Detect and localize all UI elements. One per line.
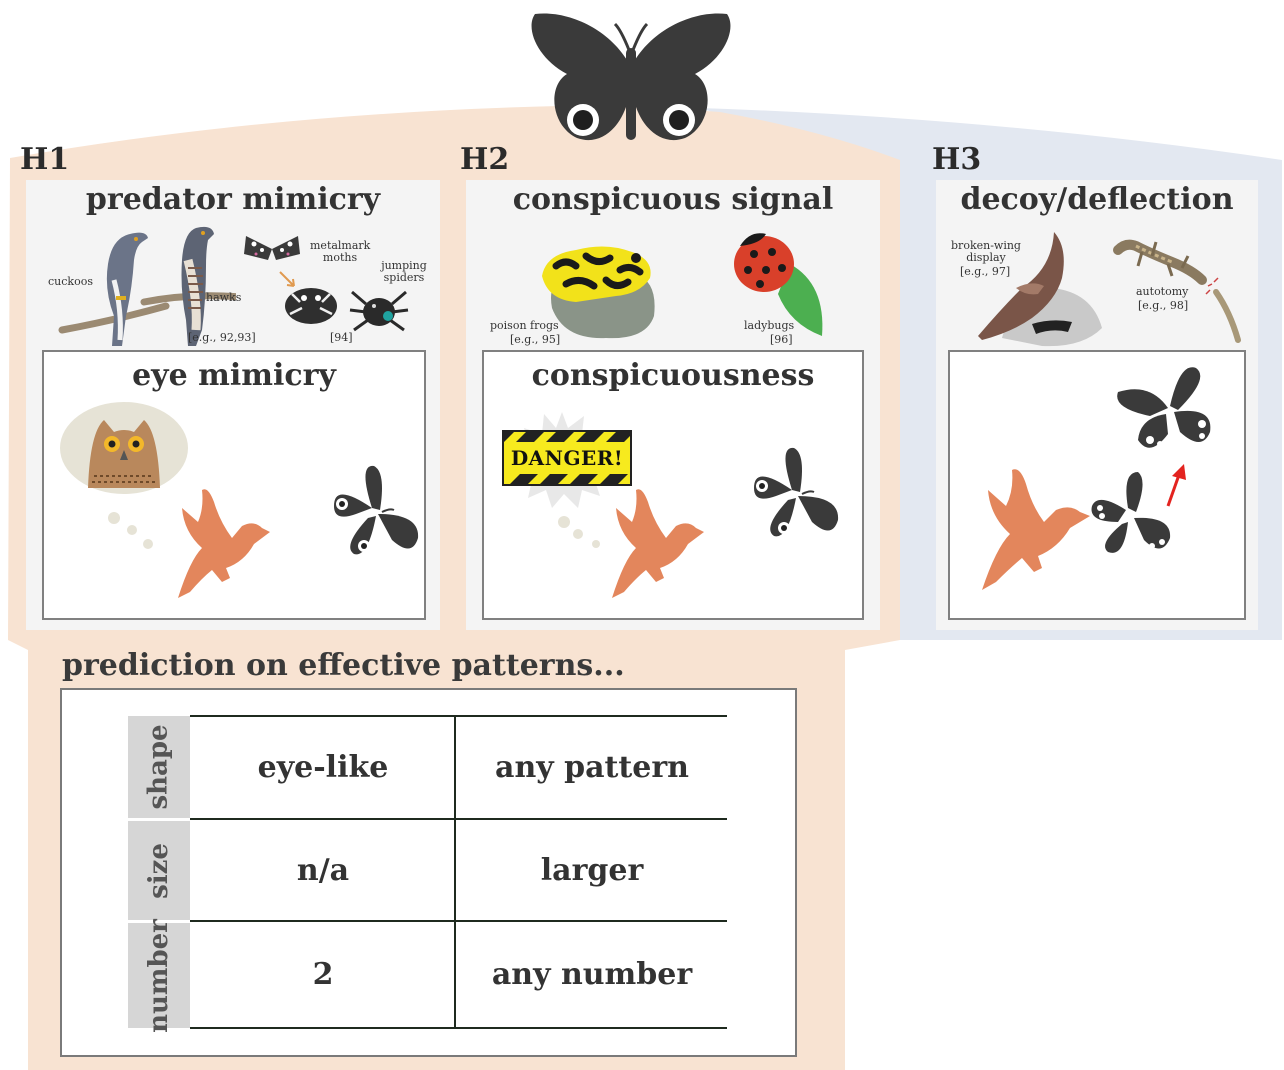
- butterfly-icon: [1117, 367, 1211, 448]
- metalmark-moth-icon: [244, 236, 300, 260]
- caption-cuckoos: cuckoos: [48, 275, 93, 288]
- cell-size-h1: n/a: [296, 852, 350, 888]
- row-label-size: size: [128, 821, 190, 920]
- prediction-title: prediction on effective patterns...: [62, 648, 625, 683]
- caption-ref-96: [96]: [770, 333, 793, 346]
- h3-inner-box: [948, 350, 1246, 620]
- table-row-divider: [190, 818, 727, 820]
- bird-silhouette: [612, 489, 704, 598]
- caption-hawks: hawks: [206, 291, 242, 304]
- spider-mimic-moth-icon: [285, 288, 337, 324]
- caption-ref-95: [e.g., 95]: [510, 333, 561, 346]
- row-label-shape: shape: [128, 716, 190, 818]
- h2-inner-title: conspicuousness: [531, 358, 815, 393]
- danger-sign: DANGER!: [502, 430, 632, 486]
- butterfly-icon: [754, 447, 839, 537]
- h2-label: H2: [460, 142, 510, 177]
- table-bottom-rule: [190, 1027, 727, 1029]
- h3-title: decoy/deflection: [960, 182, 1234, 217]
- cell-shape-h2: any pattern: [495, 749, 689, 785]
- caption-ref-94: [94]: [330, 331, 353, 344]
- caption-ref-97: [e.g., 97]: [960, 265, 1011, 278]
- table-top-rule: [190, 715, 727, 717]
- caption-ref-92-93: [e.g., 92,93]: [188, 331, 256, 344]
- bird-silhouette: [178, 489, 270, 598]
- caption-autotomy: autotomy: [1136, 285, 1189, 298]
- owl-thought-bubble: [60, 402, 188, 549]
- cuckoo-hawk-illustration: [58, 226, 236, 346]
- h1-panel: predator mimicry cuckoos hawks [e.g., 92…: [26, 180, 440, 630]
- caption-ladybugs: ladybugs: [744, 319, 795, 332]
- red-arrow-icon: [1166, 464, 1186, 507]
- h2-panel: conspicuous signal poison frogs [e.g., 9…: [466, 180, 880, 630]
- butterfly-icon: [334, 465, 419, 555]
- lizard-autotomy-illustration: [1113, 239, 1241, 343]
- table-column-divider: [454, 715, 456, 1029]
- ladybug-illustration: [734, 233, 823, 336]
- danger-sign-text: DANGER!: [510, 446, 624, 470]
- h1-inner-title: eye mimicry: [132, 358, 336, 393]
- cell-shape-h1: eye-like: [257, 749, 389, 785]
- poison-frog-illustration: [542, 246, 655, 339]
- row-label-number: number: [128, 919, 190, 1032]
- bird-silhouette: [982, 469, 1090, 590]
- h1-label: H1: [20, 142, 70, 177]
- h3-panel: decoy/deflection broken-wing display [e.…: [936, 180, 1258, 630]
- eyespot-butterfly-icon: [531, 13, 731, 141]
- table-row-divider: [190, 920, 727, 922]
- h2-title: conspicuous signal: [512, 182, 834, 217]
- caption-metalmark-moths: metalmark moths: [310, 239, 371, 264]
- h1-title: predator mimicry: [85, 182, 381, 217]
- butterfly-icon: [1091, 472, 1171, 553]
- caption-poison-frogs: poison frogs: [490, 319, 559, 332]
- broken-wing-display-illustration: [978, 232, 1102, 347]
- cell-number-h2: any number: [491, 957, 693, 992]
- h3-label: H3: [932, 142, 982, 177]
- caption-broken-wing-display: broken-wing display: [951, 239, 1021, 264]
- h1-inner-box: eye mimicry: [42, 350, 426, 620]
- caption-jumping-spiders: jumping spiders: [381, 259, 427, 284]
- jumping-spider-icon: [349, 290, 409, 332]
- cell-size-h2: larger: [540, 852, 644, 888]
- orange-arrow-icon: [279, 271, 295, 287]
- cell-number-h1: 2: [312, 957, 334, 992]
- caption-ref-98: [e.g., 98]: [1138, 299, 1189, 312]
